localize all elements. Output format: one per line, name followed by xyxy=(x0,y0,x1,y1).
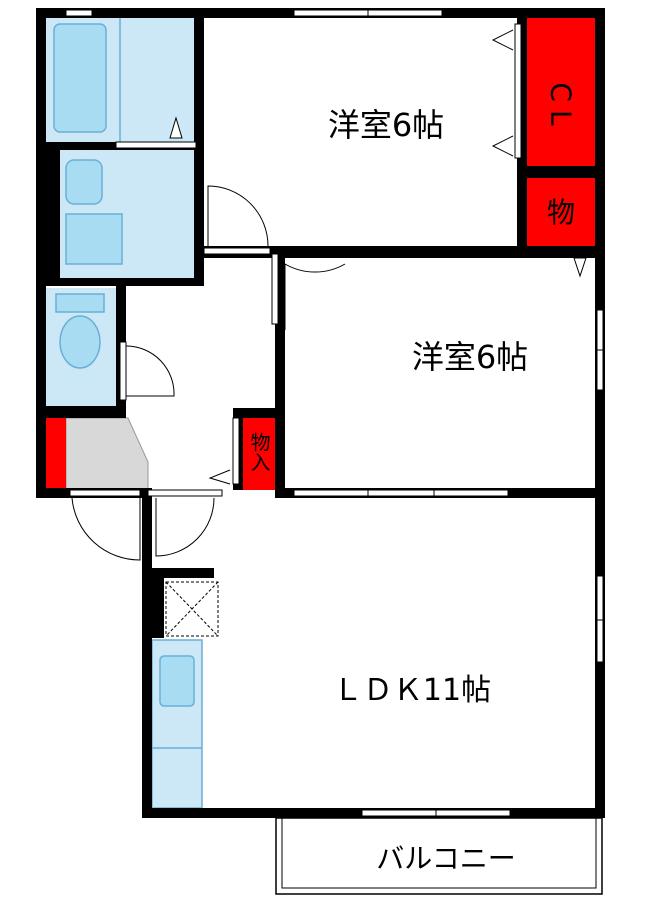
entrance-floor xyxy=(65,417,149,491)
storage-monoire xyxy=(243,418,275,490)
bathroom xyxy=(46,18,194,142)
pantry xyxy=(165,581,219,637)
bedroom-2-label: 洋室6帖 xyxy=(412,338,528,376)
balcony xyxy=(275,817,603,895)
kitchen-counter xyxy=(151,639,203,809)
storage-mono-label: 物 xyxy=(547,196,575,229)
ldk-label: ＬＤＫ11帖 xyxy=(333,673,491,708)
closet-doors xyxy=(169,23,587,485)
shoe-cabinet xyxy=(46,418,66,490)
doors xyxy=(69,141,346,561)
windows xyxy=(65,9,604,817)
bedroom-1-label: 洋室6帖 xyxy=(328,106,444,144)
washroom xyxy=(60,150,194,278)
storage-monoire-label: 物入 xyxy=(247,432,271,472)
balcony-label: バルコニー xyxy=(376,842,515,875)
closet-cl xyxy=(527,18,595,166)
toilet-room xyxy=(46,288,116,406)
closet-cl-label: CL xyxy=(545,82,578,133)
storage-mono xyxy=(527,178,595,246)
